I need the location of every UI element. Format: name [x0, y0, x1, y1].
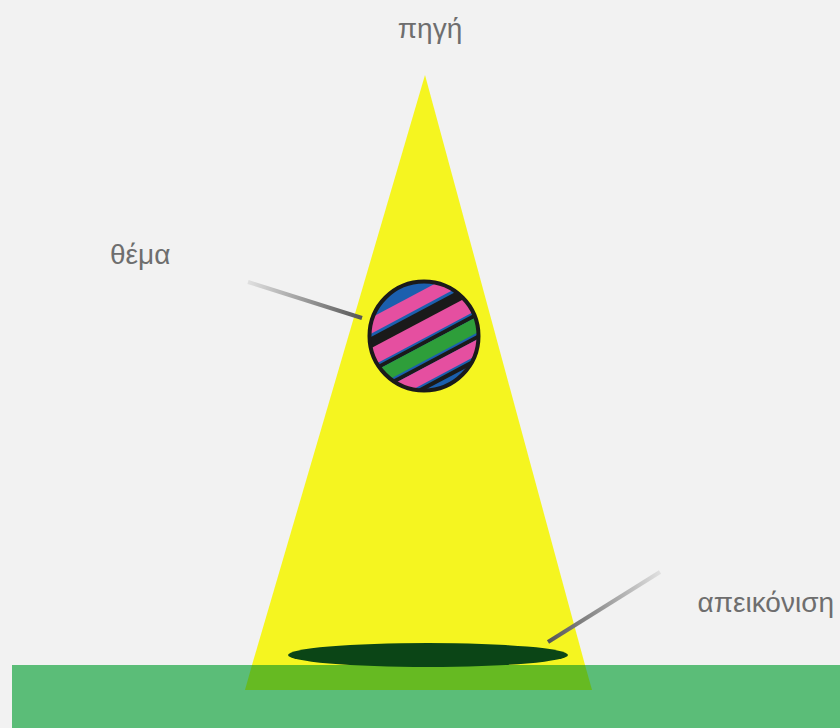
shadow-image: [288, 643, 568, 667]
part-label: απεικόνιση: [697, 586, 834, 620]
part-label: πηγή: [398, 12, 462, 46]
leader-line: [548, 572, 660, 642]
leader-line: [248, 282, 362, 318]
ball-subject: [348, 269, 505, 409]
ground-surface: [12, 665, 840, 728]
light-cone: [252, 75, 585, 665]
part-label: θέμα: [110, 238, 170, 272]
light-on-ground: [245, 665, 592, 690]
